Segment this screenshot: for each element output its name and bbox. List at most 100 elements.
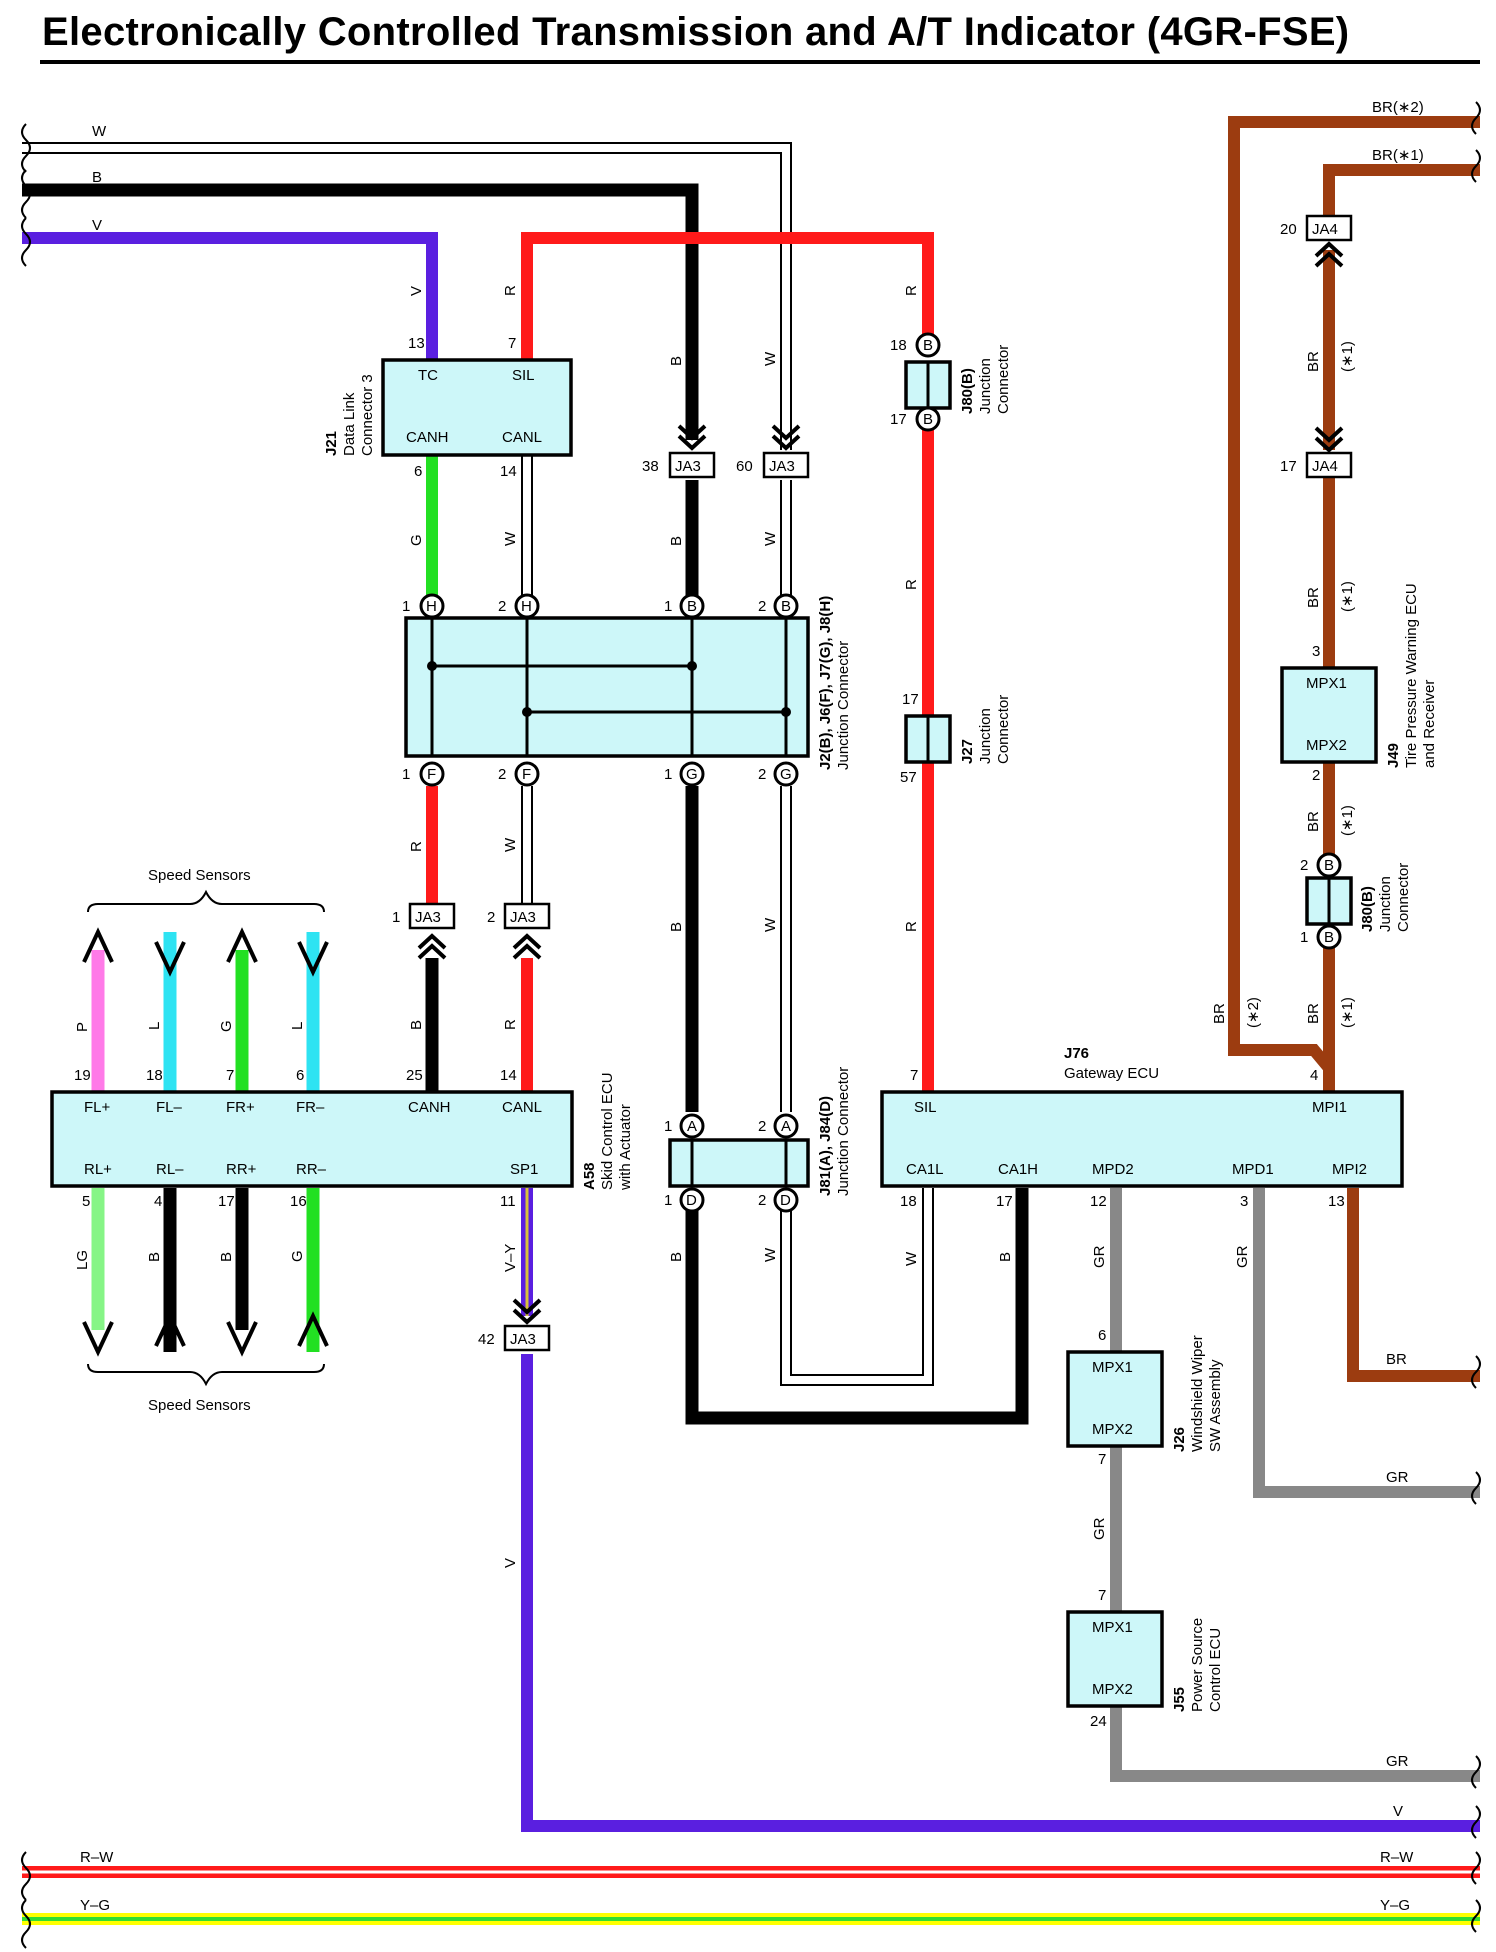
ja3-38-label: JA3 [675,458,701,475]
label-v-top: V [92,217,102,234]
wire-w-d2-ca1l-core [782,1188,932,1384]
j2-pin-2-top-b: 2 [758,598,766,615]
wire-v-bottom [521,1354,1480,1832]
label-r-ja3-1: R [408,841,425,852]
label-br-j49: BR [1305,587,1322,608]
ja3-38-box [668,451,716,479]
j2-pin-2-top: 2 [498,598,506,615]
ja3-2-connector: JA3 2 [487,902,551,960]
label-r-j80: R [903,285,920,296]
ja3-1-label: JA3 [415,909,441,926]
label-br-right-note: (∗1) [1339,997,1356,1028]
j76-ca1l: CA1L [906,1161,944,1178]
label-v-bottom: V [1393,1803,1403,1820]
j2-line1: Junction Connector [835,641,852,770]
ja3-60-connector: JA3 60 [736,424,810,479]
wire-gr-j55-out [1110,1706,1480,1782]
j81-junction-connector: A A D D 1 2 1 2 J81(A), J84(D) Junction … [664,1067,852,1213]
j81-d2: D [780,1192,791,1209]
j2-pin-2-bot-g: 2 [758,766,766,783]
a58-rlm: RL– [156,1161,184,1178]
label-b-mid: B [668,536,685,546]
ja3-2-pin: 2 [487,909,495,926]
j76-mpi2: MPI2 [1332,1161,1367,1178]
j49-line1: Tire Pressure Warning ECU [1403,583,1420,768]
wire-br1-top [1323,164,1480,225]
j49-pin-2: 2 [1312,767,1320,784]
ja3-42-box [503,1324,551,1352]
j80-top-id: J80(B) [959,368,976,414]
j55-line2: Control ECU [1207,1628,1224,1712]
j2-junction-connector: H H B B F F G G 1 2 1 2 1 2 1 2 J2(B), J… [402,593,852,787]
j21-pin-7: 7 [508,335,516,352]
j55-power-source-ecu: MPX1 MPX2 7 24 J55 Power Source Control … [1066,1587,1224,1730]
j81-a2: A [781,1118,791,1135]
label-l2: L [289,1022,306,1030]
j76-pin-12: 12 [1090,1193,1107,1210]
j2-dot [522,707,532,717]
a58-pin-4: 4 [154,1193,162,1210]
j2-f2: F [522,766,531,783]
a58-frp: FR+ [226,1099,255,1116]
j81-id: J81(A), J84(D) [817,1096,834,1196]
ja3-2-box [503,902,551,930]
label-b-rl: B [146,1252,163,1262]
speed-sensors-bottom: Speed Sensors [82,1311,329,1414]
break-mark-yg [21,1899,31,1949]
j80-right-pin-1-circle [1316,924,1342,950]
label-b-canh: B [408,1020,425,1030]
ja3-60-pin: 60 [736,458,753,475]
j2-pin-2-bot: 2 [498,766,506,783]
wire-b-d1-ca1h [685,1188,1029,1425]
j76-mpi1: MPI1 [1312,1099,1347,1116]
j2-pin-1-top-b: 1 [664,598,672,615]
j2-pin-1-bot: 1 [402,766,410,783]
j2-pin-f2-circle [514,761,540,787]
j2-pin-b2-circle [773,593,799,619]
j21-data-link-connector: TC SIL CANH CANL 13 7 6 14 J21 Data Link… [323,335,573,480]
j80-right-letter-2: B [1324,857,1334,874]
a58-pin-6: 6 [296,1067,304,1084]
ja3-42-connector: JA3 42 [478,1298,551,1352]
j2-pin-g1-circle [679,761,705,787]
label-l1: L [146,1022,163,1030]
speed-sensors-bottom-label: Speed Sensors [148,1397,251,1414]
j80-right-junction-connector: B B 2 1 J80(B) Junction Connector [1300,852,1412,950]
label-v-low: V [502,1558,519,1568]
j27-id: J27 [959,739,976,764]
j76-gateway-ecu: J76 Gateway ECU SIL MPI1 CA1L CA1H MPD2 … [880,1045,1404,1210]
break-mark-rw-r [1471,1851,1481,1885]
j81-pin-a1-circle [679,1113,705,1139]
ja4-17-label: JA4 [1312,458,1338,475]
ja4-17-box [1305,451,1353,479]
j2-pin-h2-circle [514,593,540,619]
j81-line1: Junction Connector [835,1067,852,1196]
label-g-rr: G [289,1250,306,1262]
label-rw-right: R–W [1380,1849,1414,1866]
j2-pin-g2-circle [773,761,799,787]
j2-pin-1-top: 1 [402,598,410,615]
j80-top-pin-18: 18 [890,337,907,354]
j80-top-pin-18-circle [915,332,941,358]
a58-pin-14: 14 [500,1067,517,1084]
label-g-canh: G [408,534,425,546]
a58-pin-5: 5 [82,1193,90,1210]
a58-canl: CANL [502,1099,542,1116]
j2-g1: G [686,766,698,783]
wire-v-top [22,232,438,360]
wires [22,116,1480,1925]
j2-id: J2(B), J6(F), J7(G), J8(H) [817,596,834,770]
j81-pin-1-top: 1 [664,1118,672,1135]
j2-h2: H [521,598,532,615]
break-mark-rw [21,1851,31,1901]
arrow-down-l2 [297,941,329,977]
arrow-down-l1 [154,941,186,977]
j27-pin-17: 17 [902,691,919,708]
j81-pin-d2-circle [773,1187,799,1213]
j80-right-line2: Connector [1395,863,1412,932]
speed-sensors-top: Speed Sensors [82,867,329,977]
ja4-17-arrow [1314,426,1344,453]
j76-id: J76 [1064,1045,1089,1062]
ja3-42-pin: 42 [478,1331,495,1348]
a58-rrm: RR– [296,1161,327,1178]
